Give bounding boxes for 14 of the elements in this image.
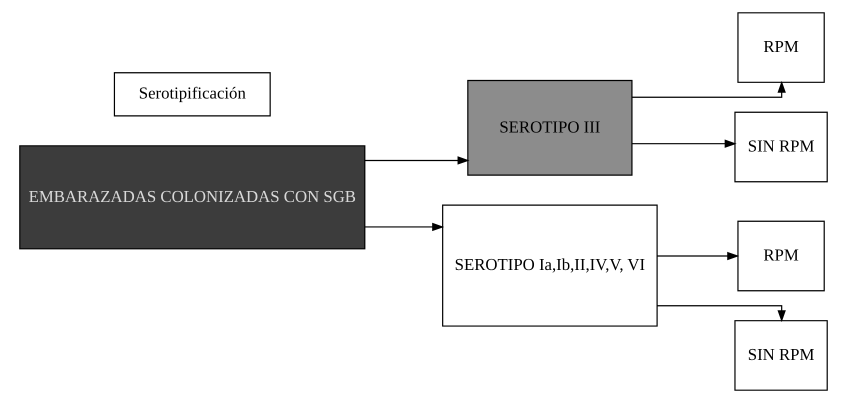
arrow: [656, 305, 786, 322]
node-box: SEROTIPO Ia,Ib,II,IV,V, VI: [442, 204, 658, 327]
arrow: [632, 140, 736, 148]
node-box: SIN RPM: [734, 320, 828, 391]
arrow: [632, 80, 786, 98]
node-box: SIN RPM: [734, 112, 828, 182]
node-box: RPM: [736, 220, 824, 292]
node-box: Serotipificación: [113, 72, 270, 116]
arrow: [364, 156, 470, 165]
arrow: [364, 222, 444, 232]
node-box: EMBARAZADAS COLONIZADAS CON SGB: [18, 145, 365, 250]
arrow: [656, 252, 739, 260]
node-box: RPM: [736, 12, 824, 83]
node-box: SEROTIPO III: [466, 80, 632, 176]
